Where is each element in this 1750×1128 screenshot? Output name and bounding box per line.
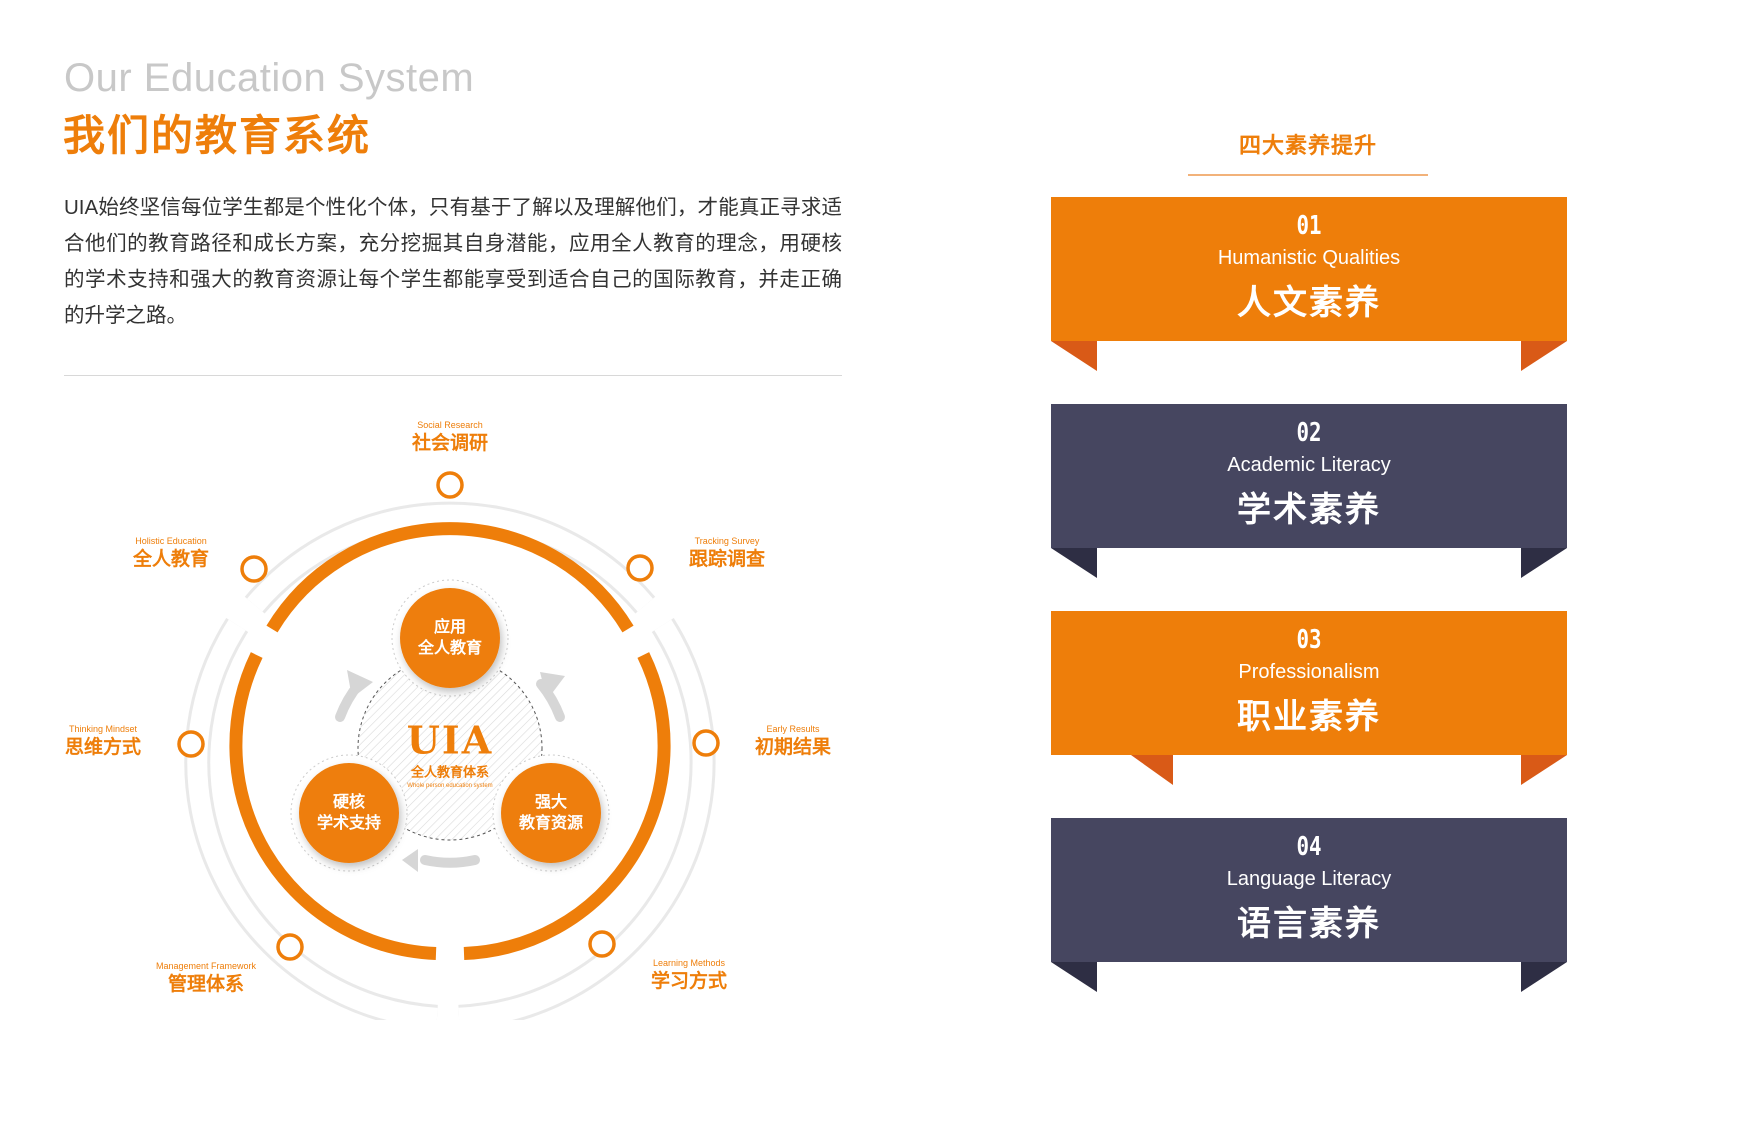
inner-node-line2: 教育资源	[518, 815, 584, 832]
inner-node-line2: 学术支持	[316, 815, 382, 832]
ribbon-fold-right	[1521, 755, 1567, 785]
ribbon-shape	[1051, 197, 1567, 371]
ribbon-fold-left	[1051, 962, 1097, 992]
quality-ribbon-1: 01 Humanistic Qualities 人文素养	[1051, 197, 1567, 381]
outer-ring-inner-edge	[187, 504, 713, 1020]
inner-node-apply: 应用 全人教育	[418, 617, 482, 659]
quality-ribbon-3: 03 Professionalism 职业素养	[1051, 611, 1567, 795]
inner-circles	[290, 579, 610, 872]
ribbon-number: 01	[1296, 211, 1322, 241]
ribbon-title-cn: 人文素养	[1237, 284, 1381, 322]
ribbon-number: 02	[1296, 418, 1322, 448]
education-system-diagram: UIA 全人教育体系 Whole person education system…	[0, 400, 860, 1020]
quality-ribbon-2: 02 Academic Literacy 学术素养	[1051, 404, 1567, 588]
qualities-heading: 四大素养提升	[1238, 133, 1377, 159]
ribbon-title-en: Humanistic Qualities	[1217, 247, 1401, 269]
ribbon-body	[1051, 611, 1567, 755]
divider	[64, 375, 842, 376]
ribbon-body	[1051, 404, 1567, 548]
qualities-heading-underline	[1188, 174, 1428, 176]
ribbon-body	[1051, 197, 1567, 341]
ribbon-fold-right	[1521, 548, 1567, 578]
inner-node-resources: 强大 教育资源	[519, 792, 583, 834]
ribbon-fold-left	[1051, 341, 1097, 371]
ribbon-title-cn: 职业素养	[1237, 698, 1381, 736]
ribbon-number: 04	[1296, 832, 1322, 862]
ribbon-title-cn: 学术素养	[1237, 491, 1381, 529]
title-chinese: 我们的教育系统	[63, 111, 372, 160]
ribbon-fold-right	[1521, 341, 1567, 371]
orange-ring	[229, 522, 671, 960]
ribbon-fold-right	[1521, 962, 1567, 992]
title-english: Our Education System	[64, 56, 475, 100]
ribbon-title-en: Language Literacy	[1226, 868, 1392, 890]
arrow-heads	[347, 670, 565, 872]
ribbon-number: 03	[1296, 625, 1322, 655]
inner-node-academic: 硬核 学术支持	[317, 792, 381, 834]
ribbon-title-en: Academic Literacy	[1227, 454, 1391, 476]
hub-title: UIA	[406, 717, 494, 763]
hub-subtitle: 全人教育体系	[410, 764, 490, 780]
ribbon-shape	[1051, 611, 1567, 785]
diagram-rings	[177, 471, 720, 1020]
inner-node-line1: 强大	[534, 794, 568, 811]
ribbon-title-cn: 语言素养	[1237, 905, 1381, 943]
ribbon-shape	[1051, 404, 1567, 578]
hub-subtitle-en: Whole person education system	[407, 783, 493, 789]
ribbon-shape	[1051, 818, 1567, 992]
ribbon-fold-left	[1131, 755, 1173, 785]
inner-node-line1: 硬核	[332, 794, 366, 811]
intro-paragraph: UIA始终坚信每位学生都是个性化个体，只有基于了解以及理解他们，才能真正寻求适合…	[64, 196, 842, 327]
inner-node-line2: 全人教育	[417, 640, 483, 657]
outer-markers	[177, 471, 720, 961]
inner-node-line1: 应用	[433, 619, 467, 636]
ribbon-fold-left	[1051, 548, 1097, 578]
quality-ribbon-4: 04 Language Literacy 语言素养	[1051, 818, 1567, 1002]
ribbon-title-en: Professionalism	[1238, 661, 1380, 683]
ribbon-body	[1051, 818, 1567, 962]
